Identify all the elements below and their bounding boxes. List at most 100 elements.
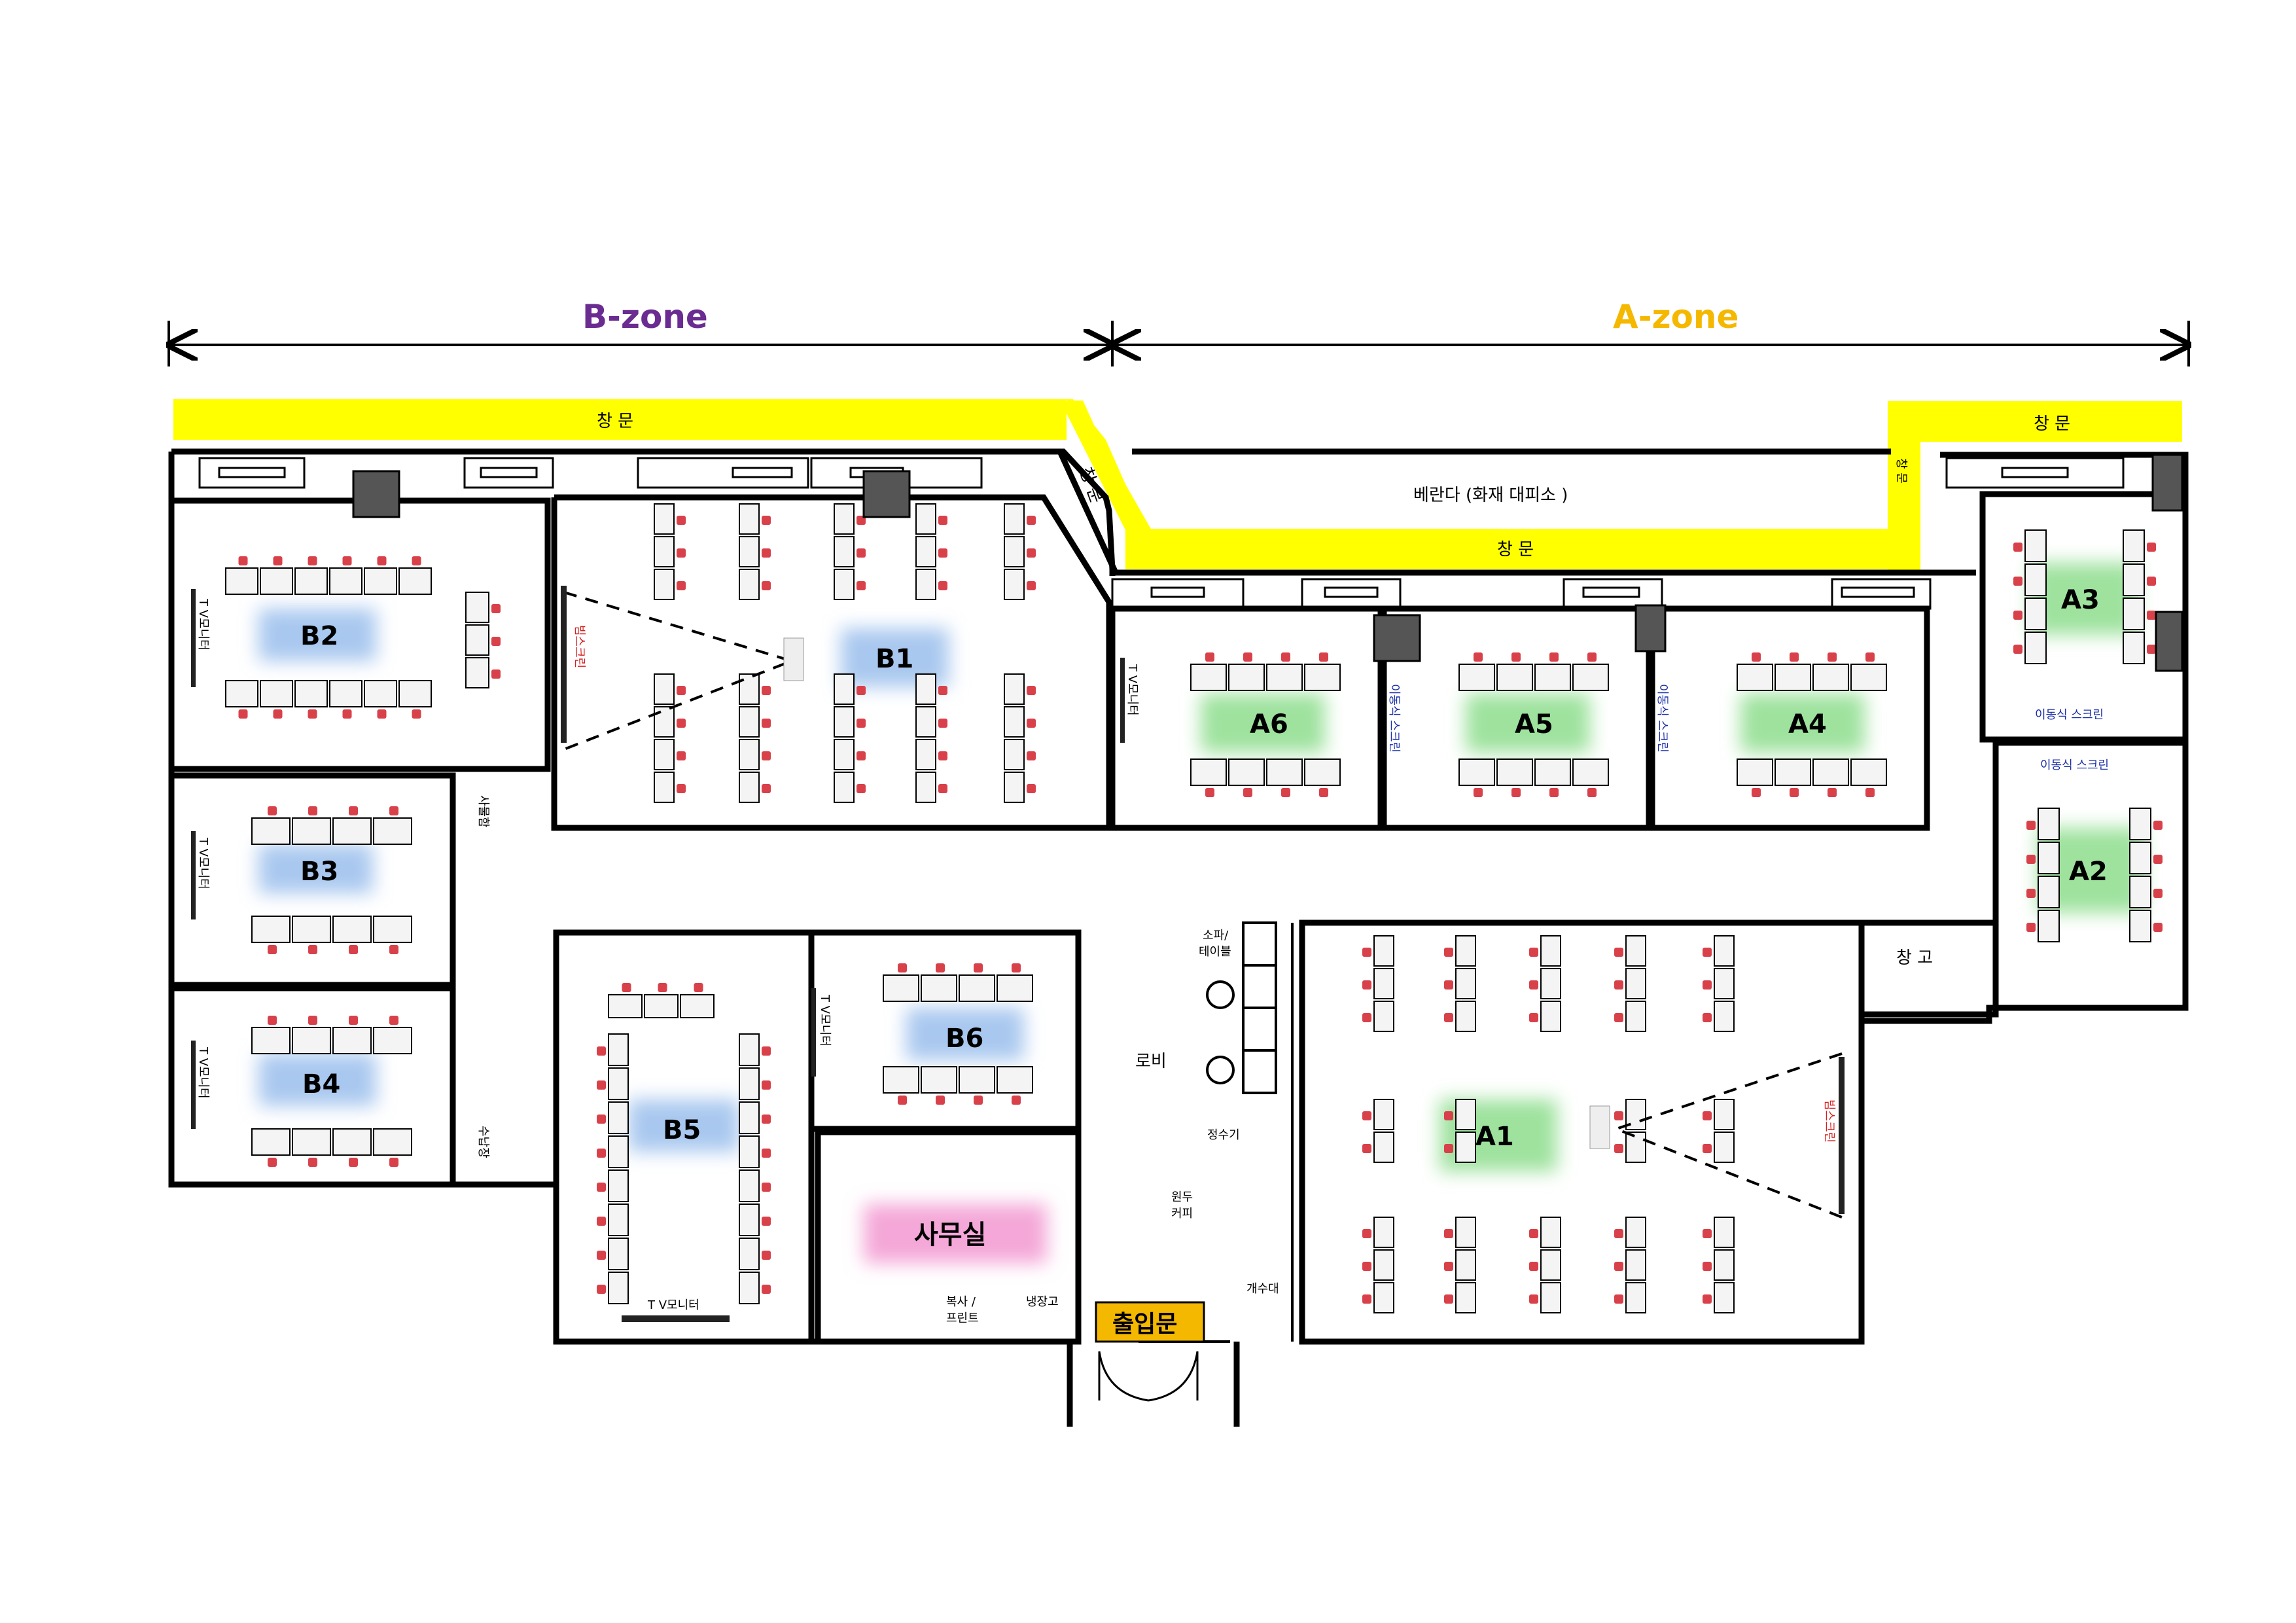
room-storage [1858, 919, 1999, 1018]
chair [936, 1096, 945, 1105]
chair [2147, 611, 2156, 620]
desk [2038, 842, 2060, 874]
chair [273, 709, 283, 719]
desk [2038, 910, 2060, 942]
desk [654, 772, 675, 803]
chair [1549, 788, 1559, 797]
projector-a1 [1589, 1105, 1610, 1149]
desk [1775, 664, 1811, 691]
desk [1190, 758, 1227, 786]
window-label-left: 창 문 [597, 412, 633, 431]
desk [1540, 1001, 1561, 1032]
chair [857, 719, 866, 728]
desk [332, 916, 372, 943]
chair [273, 556, 283, 565]
chair [677, 719, 686, 728]
desk [292, 817, 331, 845]
chair [308, 1016, 317, 1025]
chair [1752, 788, 1761, 797]
desk [2024, 632, 2047, 664]
room-b1 [551, 494, 1112, 831]
chair [349, 806, 358, 815]
chair [2147, 543, 2156, 552]
desk [260, 567, 293, 595]
chair [2013, 543, 2022, 552]
desk [1373, 1099, 1394, 1130]
desk [225, 680, 258, 707]
desk [1714, 1217, 1735, 1248]
desk [739, 706, 760, 738]
chair [597, 1080, 606, 1090]
chair [938, 581, 947, 590]
chair [238, 556, 248, 565]
chair [936, 963, 945, 972]
water-label: 수납장 [476, 1126, 490, 1158]
desk [1373, 1132, 1394, 1163]
room-label-a4: A4 [1788, 709, 1827, 740]
desk [921, 974, 957, 1002]
entrance-label[interactable]: 출입문 [1112, 1311, 1177, 1338]
desk [2024, 563, 2047, 596]
entrance-doors[interactable] [1098, 1351, 1199, 1402]
chair [1362, 1262, 1371, 1271]
chair [1319, 652, 1328, 662]
desk [1714, 1099, 1735, 1130]
chair [2026, 855, 2036, 864]
chair [1281, 652, 1290, 662]
tv-label-b2: T V모니터 [196, 598, 210, 651]
chair [762, 1217, 771, 1226]
desk [332, 817, 372, 845]
chair [762, 784, 771, 793]
desk [251, 817, 291, 845]
chair [1027, 784, 1036, 793]
chair [2013, 577, 2022, 586]
chair [2013, 611, 2022, 620]
desk [1266, 664, 1303, 691]
chair [1529, 1229, 1538, 1238]
room-label-b5: B5 [663, 1115, 701, 1145]
desk-grid [225, 503, 2163, 1313]
chair [412, 709, 421, 719]
room-a2 [1992, 740, 2189, 1011]
chair [1703, 980, 1712, 990]
desk [1004, 772, 1025, 803]
desk [883, 974, 919, 1002]
desk [292, 1027, 331, 1054]
desk [834, 673, 855, 705]
beam-screen-b1 [561, 586, 567, 743]
entrance-sign [1095, 1301, 1205, 1343]
desk [739, 1101, 760, 1134]
desk [834, 569, 855, 600]
chair [389, 1016, 398, 1025]
desk [997, 1066, 1033, 1094]
desk [398, 680, 432, 707]
desk [1455, 935, 1476, 967]
copier-label-1: 복사 / [946, 1295, 976, 1309]
chair [597, 1115, 606, 1124]
desk [654, 706, 675, 738]
desk [1572, 758, 1609, 786]
desk [2123, 563, 2145, 596]
room-a3 [1979, 491, 2189, 743]
water-purifier-label: 정수기 [1207, 1128, 1240, 1142]
desk [1004, 673, 1025, 705]
desk [465, 657, 489, 688]
chair [349, 945, 358, 954]
room-a1 [1299, 919, 1865, 1345]
lobby-table-2 [1206, 1056, 1235, 1084]
desk [1455, 1099, 1476, 1130]
chair [268, 1016, 277, 1025]
chair [377, 556, 387, 565]
chair [974, 1096, 983, 1105]
desk [1812, 758, 1849, 786]
desk [251, 1027, 291, 1054]
desk [1373, 1217, 1394, 1248]
chair [1614, 1262, 1623, 1271]
desk [1455, 968, 1476, 999]
chair [677, 581, 686, 590]
desk [1455, 1249, 1476, 1281]
chair [308, 556, 317, 565]
chair [1362, 1111, 1371, 1120]
desk [1373, 1282, 1394, 1313]
chair [597, 1217, 606, 1226]
